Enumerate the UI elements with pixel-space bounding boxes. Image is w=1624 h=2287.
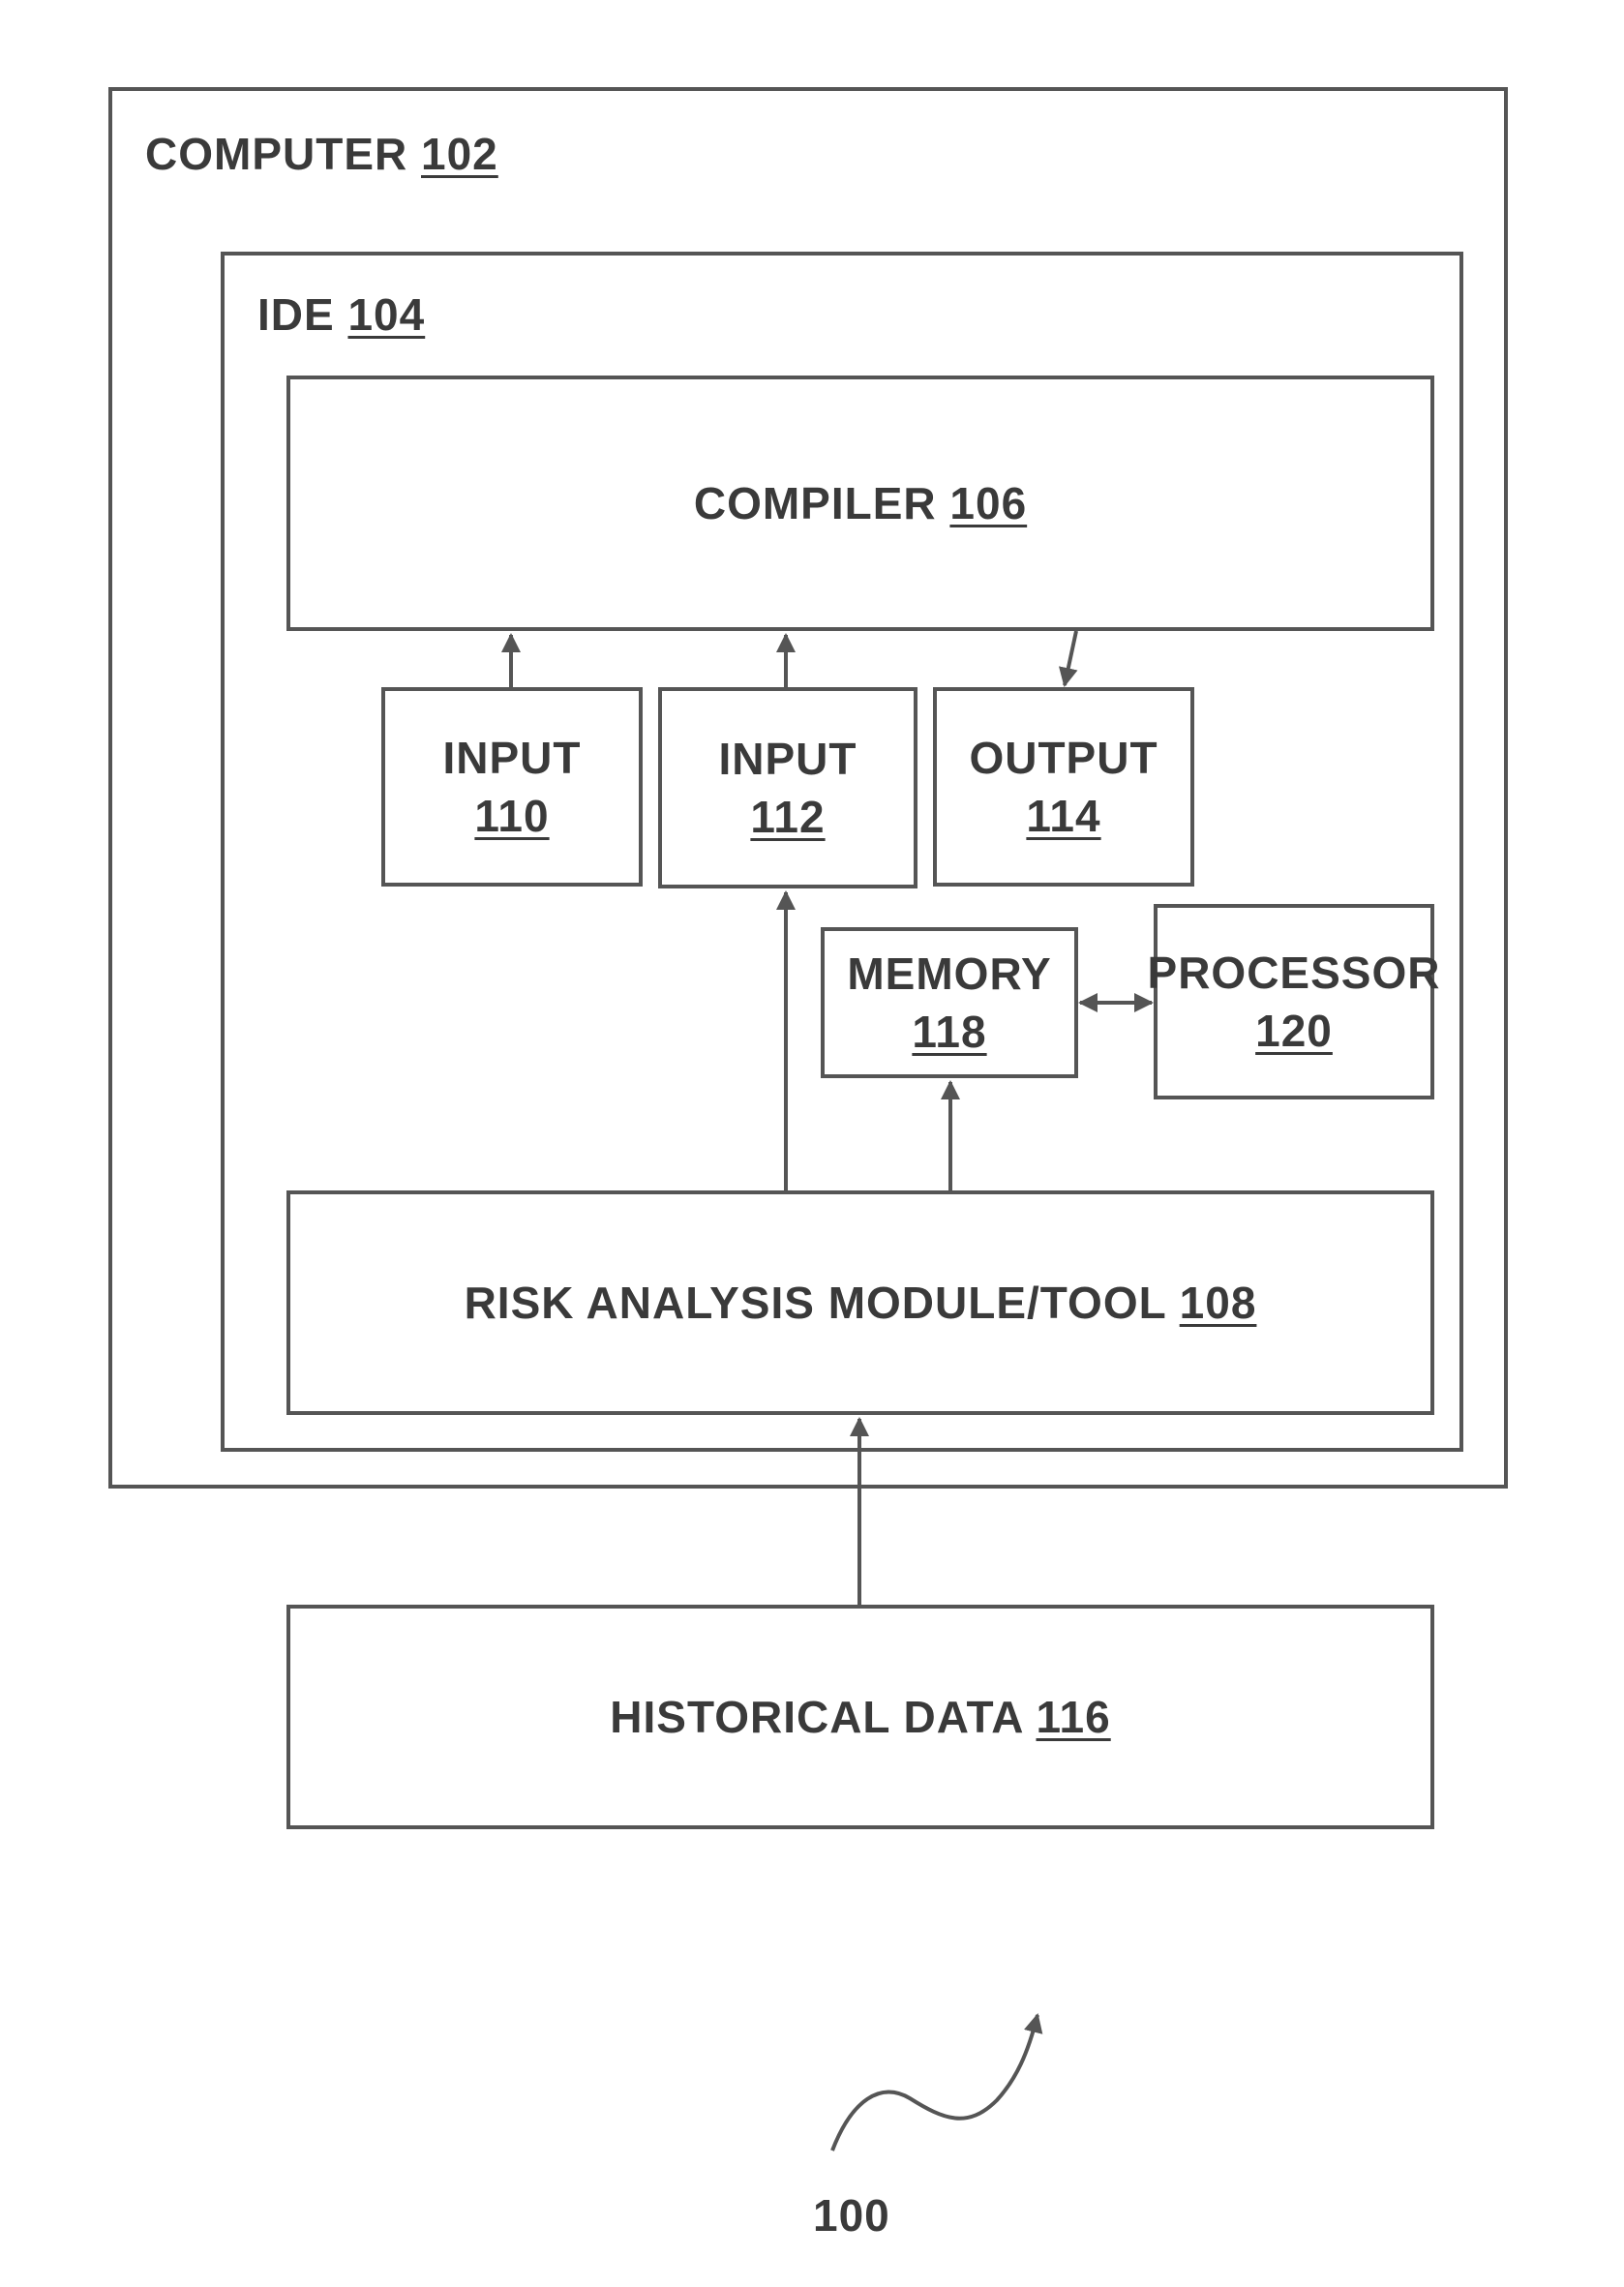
- input-110-label-text: INPUT: [443, 729, 582, 787]
- processor-120-box: PROCESSOR 120: [1154, 904, 1434, 1099]
- input-112-box: INPUT 112: [658, 687, 917, 888]
- figure-number: 100: [813, 2189, 890, 2242]
- risk-analysis-tool-box: RISK ANALYSIS MODULE/TOOL 108: [286, 1190, 1434, 1415]
- compiler-label-text: COMPILER: [694, 478, 937, 528]
- memory-118-ref-number: 118: [912, 1003, 986, 1061]
- computer-ref-number: 102: [421, 129, 498, 179]
- input-112-label-text: INPUT: [719, 730, 857, 788]
- figure-reference-squiggle: [832, 2015, 1038, 2151]
- ide-label-text: IDE: [257, 289, 335, 340]
- ide-ref-number: 104: [347, 289, 425, 340]
- computer-label: COMPUTER 102: [145, 128, 498, 180]
- output-114-ref-number: 114: [1026, 787, 1100, 845]
- input-110-box: INPUT 110: [381, 687, 643, 887]
- compiler-box: COMPILER 106: [286, 376, 1434, 631]
- risk-analysis-tool-label-text: RISK ANALYSIS MODULE/TOOL: [465, 1278, 1166, 1328]
- historical-data-label: HISTORICAL DATA 116: [290, 1609, 1430, 1825]
- historical-data-box: HISTORICAL DATA 116: [286, 1605, 1434, 1829]
- input-110-ref-number: 110: [474, 787, 549, 845]
- historical-data-label-text: HISTORICAL DATA: [610, 1692, 1022, 1742]
- computer-label-text: COMPUTER: [145, 129, 407, 179]
- output-114-label-text: OUTPUT: [969, 729, 1158, 787]
- processor-120-label-text: PROCESSOR: [1148, 944, 1441, 1002]
- output-114-label: OUTPUT 114: [937, 691, 1190, 883]
- memory-118-label: MEMORY 118: [825, 931, 1074, 1074]
- risk-analysis-tool-ref-number: 108: [1180, 1278, 1257, 1328]
- input-112-ref-number: 112: [750, 788, 825, 846]
- processor-120-ref-number: 120: [1255, 1002, 1333, 1060]
- compiler-label: COMPILER 106: [290, 379, 1430, 627]
- output-114-box: OUTPUT 114: [933, 687, 1194, 887]
- memory-118-label-text: MEMORY: [847, 945, 1051, 1003]
- memory-118-box: MEMORY 118: [821, 927, 1078, 1078]
- historical-data-ref-number: 116: [1037, 1692, 1111, 1742]
- compiler-ref-number: 106: [949, 478, 1027, 528]
- risk-analysis-tool-label: RISK ANALYSIS MODULE/TOOL 108: [290, 1194, 1430, 1411]
- ide-label: IDE 104: [257, 288, 425, 341]
- input-110-label: INPUT 110: [385, 691, 639, 883]
- input-112-label: INPUT 112: [662, 691, 914, 885]
- processor-120-label: PROCESSOR 120: [1158, 908, 1430, 1096]
